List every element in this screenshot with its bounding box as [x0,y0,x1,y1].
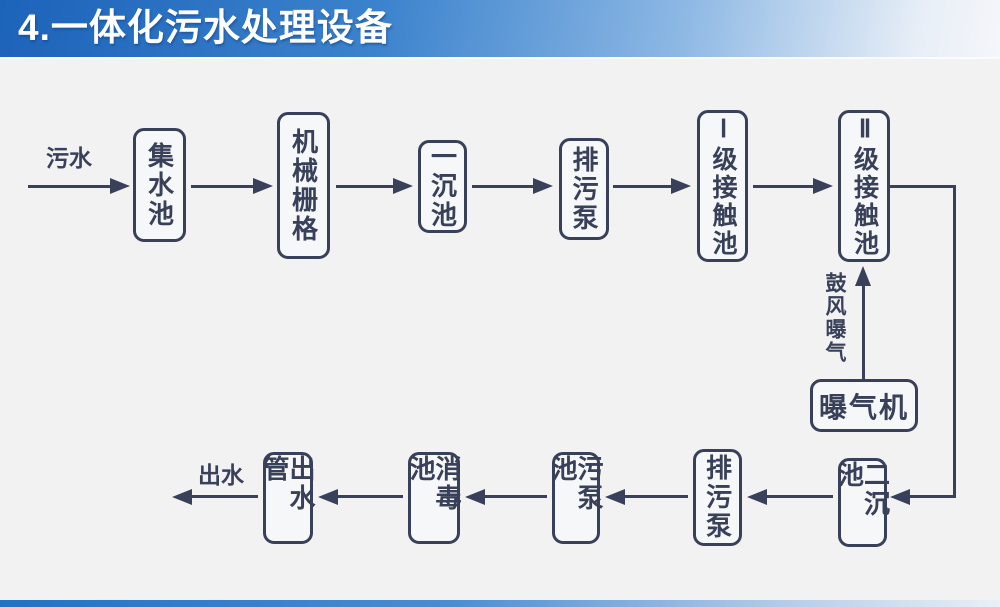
inflow-label: 污水 [46,145,92,171]
node-label: 污泵池 [548,455,604,513]
blast-aeration-label: 鼓风曝气 [823,272,846,364]
node-sludge-pump-tank: 污泵池 [548,452,604,544]
node-label: 排污泵 [569,145,599,233]
node-label: 出水管 [260,455,316,513]
node-stage1-contact-tank: Ⅰ级接触池 [697,110,748,262]
title-bar: 4.一体化污水处理设备 [0,0,1000,59]
page-title: 4.一体化污水处理设备 [18,7,393,48]
node-disinfection-tank: 消毒池 [406,452,462,544]
node-outlet-pipe: 出水管 [260,452,316,544]
node-mechanical-grid: 机械栅格 [277,112,330,259]
bottom-accent-bar [0,600,1000,607]
node-secondary-sedimentation-tank: 二沉池 [834,458,891,547]
node-label: Ⅰ级接触池 [709,114,737,258]
node-label: 机械栅格 [288,127,319,244]
node-label: 一沉池 [427,143,458,230]
node-label: 曝气机 [818,391,909,423]
node-primary-sedimentation-tank: 一沉池 [418,140,467,233]
outflow-label: 出水 [198,462,244,488]
node-label: Ⅱ级接触池 [850,114,879,258]
node-sewage-pump-bottom: 排污泵 [693,449,742,546]
node-label: 集水池 [144,141,175,229]
node-collecting-tank: 集水池 [133,128,186,242]
node-sewage-pump-top: 排污泵 [559,138,609,240]
node-label: 消毒池 [406,455,462,513]
node-stage2-contact-tank: Ⅱ级接触池 [838,110,890,262]
node-label: 二沉池 [834,461,891,519]
node-label: 排污泵 [702,454,733,541]
node-aerator: 曝气机 [810,379,918,432]
